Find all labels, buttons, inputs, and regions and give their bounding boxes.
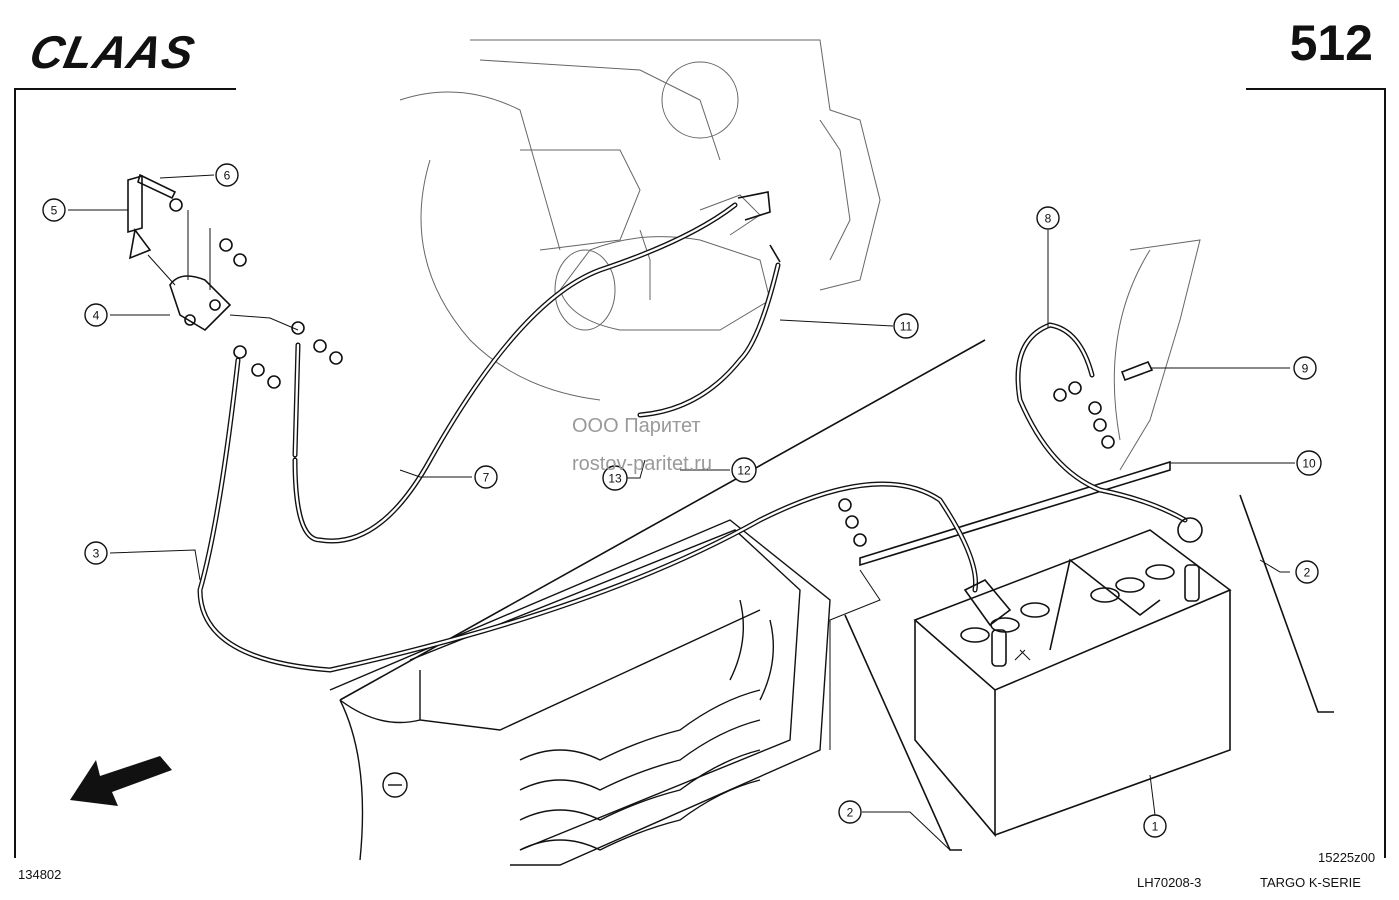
callout-label: 1 [1152, 820, 1159, 834]
callout-circle [1296, 450, 1322, 476]
callout-circle [42, 198, 66, 222]
callout-c9: 9 [1293, 356, 1317, 380]
watermark-line-1: ООО Паритет [572, 415, 701, 437]
battery [913, 529, 1232, 838]
callout-label: 2 [1304, 566, 1311, 580]
claas-logo: CLAAS [25, 26, 199, 77]
callout-circle [84, 303, 108, 327]
callout-c5: 5 [42, 198, 66, 222]
callout-c2b: 2 [1295, 560, 1319, 584]
footer-drawing-code: 15225z00 [1318, 850, 1376, 865]
callout-label: 5 [51, 204, 58, 218]
page-number: 512 [1289, 15, 1373, 71]
callout-circle [731, 457, 757, 483]
header-rule-left [14, 88, 236, 90]
footer-document-code: LH70208-3 [1137, 875, 1202, 890]
claas-logo-text: CLAAS [25, 26, 199, 77]
footer-left-code: 134802 [18, 867, 62, 882]
callout-c7: 7 [474, 465, 498, 489]
header-rule-right [1246, 88, 1386, 90]
battery-switch [127, 173, 343, 389]
callout-circle [215, 163, 239, 187]
callout-circle [474, 465, 498, 489]
callout-circle [893, 313, 919, 339]
callout-label: 13 [608, 472, 622, 486]
callout-label: 11 [900, 320, 913, 334]
footer-series-name: TARGO K-SERIE [1260, 875, 1361, 890]
callout-c4: 4 [84, 303, 108, 327]
watermark-line-2: rostov-paritet.ru [572, 453, 713, 475]
callout-label: 9 [1302, 362, 1309, 376]
callout-c1: 1 [1143, 814, 1167, 838]
callout-circle [1295, 560, 1319, 584]
callout-c13: 13 [602, 465, 628, 491]
callout-label: 10 [1302, 457, 1316, 471]
callout-circle [84, 541, 108, 565]
callout-c10: 10 [1296, 450, 1322, 476]
frame-left-edge [14, 88, 16, 858]
callout-label: 4 [93, 309, 100, 323]
callout-circle [838, 800, 862, 824]
leader-lines [68, 174, 1295, 851]
callout-label: 2 [847, 806, 854, 820]
step-ladder [329, 519, 831, 866]
callout-label: 3 [93, 547, 100, 561]
callout-c11: 11 [893, 313, 919, 339]
callout-c6: 6 [215, 163, 239, 187]
callout-c12: 12 [731, 457, 757, 483]
callout-c2a: 2 [838, 800, 862, 824]
callout-label: 8 [1045, 212, 1052, 226]
frame-right-edge [1384, 88, 1386, 858]
ground-hardware [838, 360, 1154, 547]
callout-c8: 8 [1036, 206, 1060, 230]
callout-circle [602, 465, 628, 491]
callout-label: 12 [737, 464, 751, 478]
callout-circle [1036, 206, 1060, 230]
hold-down-rods [844, 494, 1334, 851]
callout-c3: 3 [84, 541, 108, 565]
callout-circle [1143, 814, 1167, 838]
callout-label: 7 [483, 471, 490, 485]
callout-label: 6 [224, 169, 231, 183]
cables [197, 191, 1203, 673]
engine-outline [399, 39, 1201, 471]
direction-arrow [70, 756, 172, 806]
callout-circle [1293, 356, 1317, 380]
